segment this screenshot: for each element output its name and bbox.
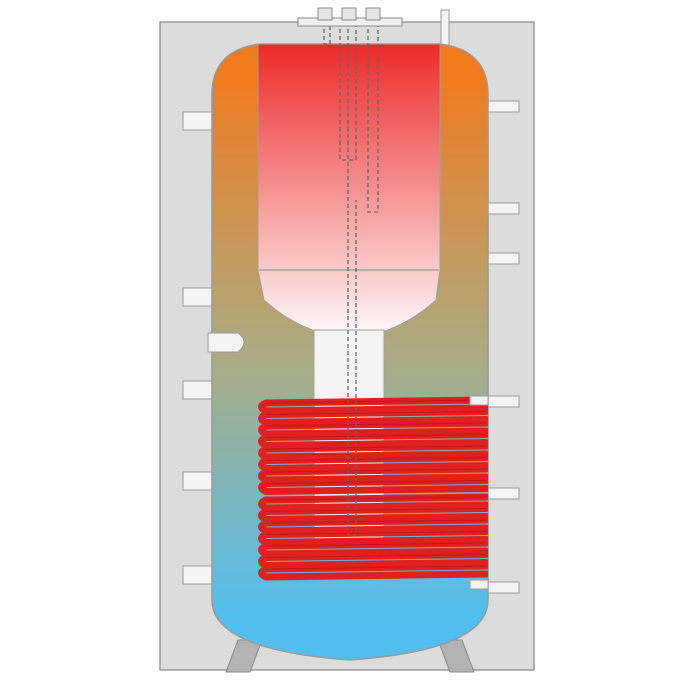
heater-rod-4 xyxy=(323,22,331,45)
coil-turn-edge xyxy=(265,565,487,570)
coil-turn-edge xyxy=(265,496,487,501)
coil-turn-edge xyxy=(265,554,487,558)
port-right-5 xyxy=(486,487,520,500)
port-left-5 xyxy=(182,565,214,585)
port-right-4 xyxy=(486,395,520,408)
terminal-1 xyxy=(317,7,333,21)
coil-turn xyxy=(258,419,488,438)
coil-turn xyxy=(258,454,488,473)
port-right-1 xyxy=(486,100,520,113)
top-connection-block xyxy=(297,7,403,27)
coil-turn xyxy=(258,528,488,547)
coil-turn xyxy=(258,562,488,581)
coil-turn-edge xyxy=(265,542,487,547)
coil-turn-edge xyxy=(265,508,487,512)
port-left-1 xyxy=(182,111,214,131)
coil-turn xyxy=(258,477,488,496)
coil-turn xyxy=(258,465,488,484)
port-right-2 xyxy=(486,202,520,215)
port-left-3 xyxy=(182,380,214,400)
terminal-3 xyxy=(365,7,381,21)
coil-turn xyxy=(258,408,488,427)
coil-turn-edge xyxy=(265,399,487,404)
coil-turn-edge xyxy=(265,411,487,415)
coil-turn-edge xyxy=(265,519,487,524)
inner-hot-water-tank xyxy=(257,43,441,333)
coil-turn-edge xyxy=(265,434,487,438)
sensor-pocket xyxy=(207,332,245,353)
heating-coil-upper xyxy=(258,395,488,496)
heater-rod-3 xyxy=(347,22,357,536)
coil-turn xyxy=(258,442,488,461)
connection-ports-left xyxy=(182,111,214,585)
terminal-2 xyxy=(341,7,357,21)
coil-outlet xyxy=(469,579,488,590)
port-right-6 xyxy=(486,581,520,594)
immersion-heater xyxy=(323,22,379,536)
coil-turn-edge xyxy=(265,531,487,535)
coil-turn xyxy=(258,493,488,512)
coil-turn-edge xyxy=(265,422,487,427)
coil-turn-edge xyxy=(265,480,487,484)
heater-rod-2 xyxy=(367,22,379,213)
coil-turn xyxy=(258,431,488,450)
port-right-3 xyxy=(486,252,520,265)
coil-turn xyxy=(258,516,488,535)
heating-coil-lower xyxy=(258,493,488,590)
coil-turn xyxy=(258,396,488,415)
coil-outlet xyxy=(469,395,488,406)
coil-turn-edge xyxy=(265,468,487,473)
coil-turn xyxy=(258,505,488,524)
coil-turn-edge xyxy=(265,445,487,450)
coil-turn xyxy=(258,539,488,558)
coil-turn xyxy=(258,551,488,570)
port-left-2 xyxy=(182,287,214,307)
port-left-4 xyxy=(182,471,214,491)
coil-turn-edge xyxy=(265,457,487,461)
